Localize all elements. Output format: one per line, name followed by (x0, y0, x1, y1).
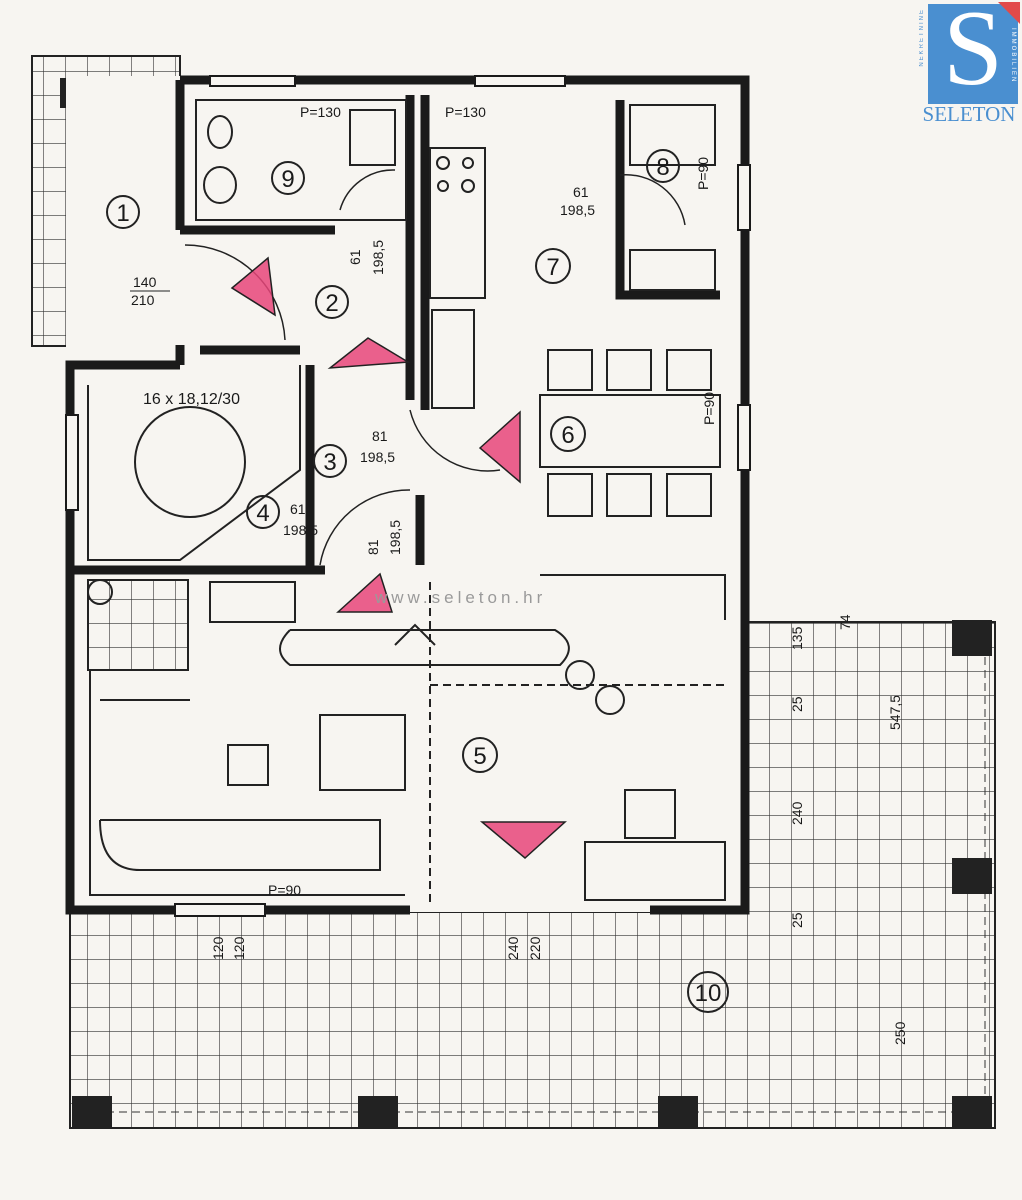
dim-text: 81 (372, 428, 388, 444)
dim-text: 220 (527, 936, 543, 960)
room-labels: 1 2 3 4 5 6 7 8 9 10 (106, 149, 729, 1013)
room-10-label: 10 (695, 980, 722, 1007)
stairs-dim: 16 x 18,12/30 (143, 391, 240, 408)
marker-icon (479, 821, 567, 859)
dim-text: P=130 (300, 104, 341, 120)
dim-text: 140 (133, 274, 157, 290)
logo-side-right: IMMOBILIEN (1010, 28, 1016, 84)
room-5-label: 5 (473, 743, 486, 770)
room-3-label: 3 (323, 449, 336, 476)
logo-corner (998, 2, 1020, 24)
dim-text: 250 (892, 1021, 908, 1045)
dim-text: 61 (290, 501, 306, 517)
dim-text: 240 (789, 801, 805, 825)
seleton-logo: S NEKRETNINE IMMOBILIEN SELETON (918, 0, 1020, 128)
dim-text: 198,5 (283, 522, 318, 538)
marker-icon (327, 337, 411, 369)
dim-text: 25 (789, 696, 805, 712)
dim-text: 198,5 (387, 520, 403, 555)
room-6-label: 6 (561, 422, 574, 449)
fixtures (87, 99, 726, 905)
dim-text: 61 (573, 184, 589, 200)
dim-text: 74 (837, 614, 853, 630)
marker-icon (478, 410, 521, 484)
dim-text: 81 (365, 539, 381, 555)
dim-text: 198,5 (370, 240, 386, 275)
logo-letter: S (942, 0, 1004, 108)
room-9-label: 9 (281, 166, 294, 193)
dim-text: P=90 (701, 392, 717, 425)
dimension-labels: P=130 P=130 P=90 P=90 P=90 140 210 61 19… (130, 104, 908, 1045)
dim-text: 120 (231, 936, 247, 960)
marker-icon (230, 256, 276, 317)
terrace-10 (69, 620, 996, 1129)
dim-text: 61 (347, 249, 363, 265)
room-8-label: 8 (656, 154, 669, 181)
room-7-label: 7 (546, 254, 559, 281)
watermark: www.seleton.hr (374, 588, 546, 607)
dim-text: 25 (789, 912, 805, 928)
dim-text: 135 (789, 626, 805, 650)
dim-text: P=90 (695, 157, 711, 190)
dim-text: 198,5 (560, 202, 595, 218)
dim-text: P=90 (268, 882, 301, 898)
room-2-label: 2 (325, 290, 338, 317)
dim-text: 547,5 (887, 695, 903, 730)
dim-text: 198,5 (360, 449, 395, 465)
dim-text: 210 (131, 292, 155, 308)
view-markers (230, 256, 567, 859)
dim-text: 120 (210, 936, 226, 960)
windows (65, 75, 751, 917)
marker-icon (336, 572, 394, 613)
logo-side-left: NEKRETNINE (919, 8, 925, 67)
logo-name: SELETON (922, 102, 1016, 126)
dim-text: P=130 (445, 104, 486, 120)
room-1-label: 1 (116, 200, 129, 227)
room-4-label: 4 (256, 500, 269, 527)
dim-text: 240 (505, 936, 521, 960)
